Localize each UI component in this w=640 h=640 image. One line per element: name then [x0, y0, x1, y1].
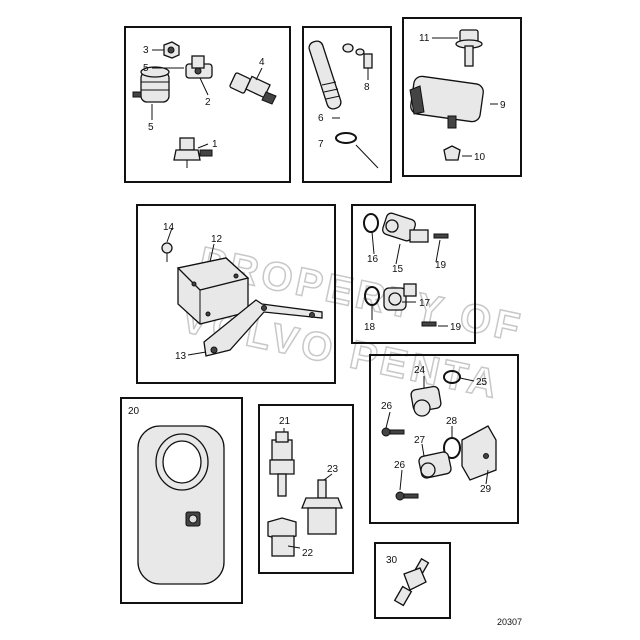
callout-12: 12: [211, 234, 223, 245]
part-9-control-unit: [409, 75, 484, 129]
callout-10: 10: [474, 152, 486, 163]
part-22-adapter: [267, 517, 297, 557]
part-7-o-ring: [335, 132, 379, 169]
part-4-sensor: [229, 72, 277, 105]
callout-30: 30: [386, 555, 398, 566]
part-19-screw-lower: [421, 321, 437, 327]
part-1-switch: [173, 137, 213, 168]
part-26-screw-upper: [381, 427, 405, 437]
callout-19: 19: [435, 260, 447, 271]
callout-13: 13: [175, 351, 187, 362]
drawing-reference-number: 20307: [497, 617, 522, 627]
callout-3: 3: [143, 45, 149, 56]
callout-8: 8: [364, 82, 370, 93]
callout-29: 29: [480, 484, 492, 495]
callout-21: 21: [279, 416, 291, 427]
callout-1: 1: [212, 139, 218, 150]
callout-26b: 26: [394, 460, 406, 471]
part-6-injector: [308, 40, 342, 110]
callout-11: 11: [419, 33, 430, 44]
callout-25: 25: [476, 377, 488, 388]
part-29-plate: [461, 425, 497, 481]
part-16-o-ring: [363, 213, 379, 233]
part-26-screw-lower: [395, 491, 419, 501]
callout-6: 6: [318, 113, 324, 124]
part-14-screw: [161, 242, 173, 262]
part-17-sensor: [383, 283, 417, 311]
callout-16: 16: [367, 254, 379, 265]
callout-17: 17: [419, 298, 431, 309]
panel-box-h: [369, 354, 519, 524]
part-30-sensor: [393, 557, 430, 607]
callout-20: 20: [128, 406, 140, 417]
part-19-screw-upper: [433, 233, 449, 239]
callout-26: 26: [381, 401, 393, 412]
callout-9: 9: [500, 100, 506, 111]
callout-2: 2: [205, 97, 211, 108]
panel-box-c: [402, 17, 522, 177]
callout-22: 22: [302, 548, 314, 559]
panel-box-f: [120, 397, 243, 604]
callout-14: 14: [163, 222, 175, 233]
part-8-bolt: [342, 43, 373, 69]
panel-box-b: [302, 26, 392, 183]
part-25-o-ring: [443, 370, 461, 384]
panel-box-e: [351, 204, 476, 344]
part-27-sensor: [418, 451, 452, 479]
panel-box-g: [258, 404, 354, 574]
callout-18: 18: [364, 322, 376, 333]
part-20-housing: [137, 425, 225, 585]
part-11-screw: [455, 29, 483, 67]
callout-24: 24: [414, 365, 426, 376]
callout-23: 23: [327, 464, 339, 475]
callout-5: 5: [143, 63, 149, 74]
part-2-tee-fitting: [185, 55, 213, 79]
callout-19b: 19: [450, 322, 462, 333]
panel-box-d: [136, 204, 336, 384]
panel-box-i: [374, 542, 451, 619]
callout-4: 4: [259, 57, 265, 68]
part-12-relay-box: [176, 257, 250, 325]
part-3-nut: [163, 41, 180, 59]
callout-27: 27: [414, 435, 426, 446]
part-24-sensor: [410, 385, 442, 417]
part-5-sender: [132, 66, 170, 103]
callout-5b: 5: [148, 122, 154, 133]
part-15-sensor: [381, 212, 429, 243]
part-10-nut: [443, 145, 461, 161]
part-18-o-ring: [364, 286, 380, 306]
part-23-sender: [301, 479, 343, 535]
panel-box-a: [124, 26, 291, 183]
callout-15: 15: [392, 264, 404, 275]
callout-7: 7: [318, 139, 324, 150]
callout-28: 28: [446, 416, 458, 427]
part-13-bracket: [203, 299, 323, 357]
part-21-sender: [269, 431, 295, 497]
